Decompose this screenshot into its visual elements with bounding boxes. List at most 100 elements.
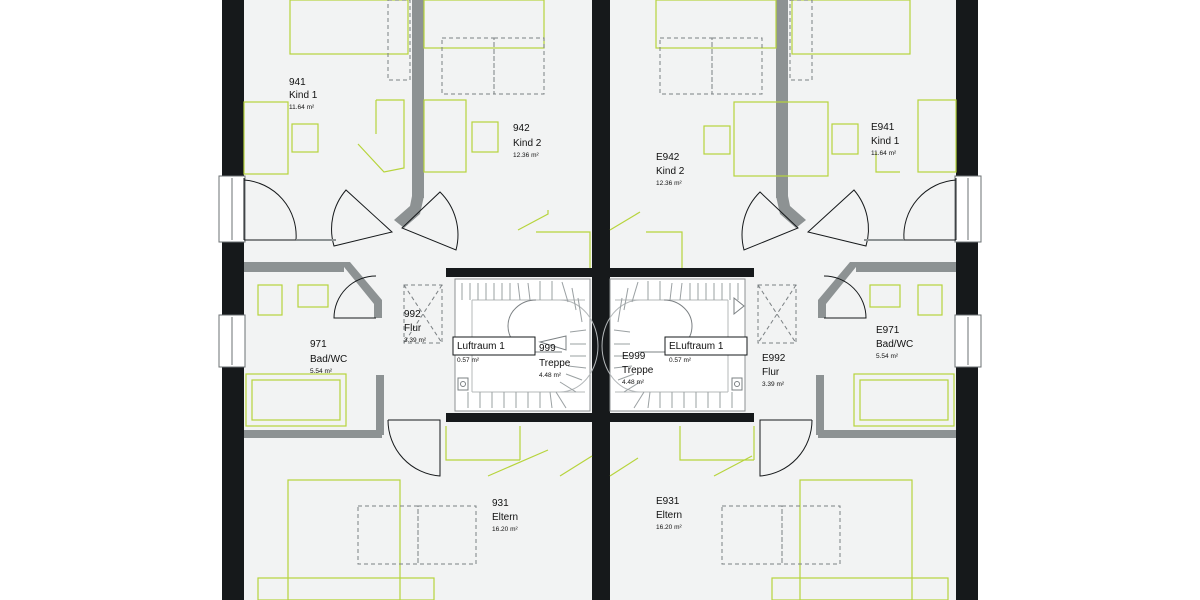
chair-kind2 xyxy=(471,121,499,153)
label-l-kind2: 942 Kind 2 12.36 m² xyxy=(513,123,542,159)
label-l-bad: 971 Bad/WC 5.54 m² xyxy=(310,339,347,375)
room-number: E999 xyxy=(622,351,646,362)
room-number: 942 xyxy=(513,123,530,134)
label-l-treppe: 999 Treppe 4.48 m² xyxy=(539,343,571,379)
chair-kind1 xyxy=(291,123,319,153)
room-name: Flur xyxy=(404,323,422,334)
dashed-cabinet-kind1 xyxy=(387,0,411,81)
room-name: Bad/WC xyxy=(310,354,347,365)
room-number: E971 xyxy=(876,325,900,336)
dashed-flur-cabinet-r xyxy=(757,284,797,344)
label-l-kind1: 941 Kind 1 11.64 m² xyxy=(289,77,318,111)
label-l-flur: 992 Flur 3.39 m² xyxy=(404,309,427,344)
inner-wall-kind-divider-end xyxy=(394,196,424,228)
room-name: Bad/WC xyxy=(876,339,913,350)
bed-kind2 xyxy=(423,0,545,49)
label-r-void: ELuftraum 1 0.57 m² xyxy=(669,341,724,364)
desk-eltern xyxy=(445,426,520,461)
left-unit xyxy=(218,0,610,600)
inner-wall-kind-divider xyxy=(412,0,424,198)
room-area: 16.20 m² xyxy=(656,524,682,531)
room-area: 4.48 m² xyxy=(539,372,562,379)
desk-corner-kind2 xyxy=(357,99,405,173)
bathtub-r xyxy=(853,373,955,427)
shelf-kind2 xyxy=(517,210,549,231)
void-label: ELuftraum 1 xyxy=(669,341,724,352)
door-bad-r[interactable] xyxy=(823,275,867,319)
room-name: Kind 2 xyxy=(513,138,542,149)
bed-eltern-r xyxy=(799,479,913,600)
door-kind1-hall-r[interactable] xyxy=(806,189,869,247)
bed-kind2-r xyxy=(655,0,777,49)
room-name: Treppe xyxy=(539,358,571,369)
inner-wall-bad-east xyxy=(376,375,384,435)
inner-wall-kind-divider-r xyxy=(776,0,788,198)
desk-kind2 xyxy=(423,99,467,173)
void-box-right xyxy=(664,336,748,356)
room-area: 16.20 m² xyxy=(492,526,518,533)
room-name: Treppe xyxy=(622,365,654,376)
party-wall xyxy=(592,0,610,600)
dashed-bed-eltern-r xyxy=(721,505,783,565)
door-kind1[interactable] xyxy=(243,178,297,241)
white-margin-right xyxy=(978,0,1200,600)
inner-wall-bad-angle xyxy=(340,262,382,318)
door-eltern-r[interactable] xyxy=(759,419,813,477)
room-name: Kind 2 xyxy=(656,166,685,177)
label-r-kind2: E942 Kind 2 12.36 m² xyxy=(656,152,685,187)
sink-bad xyxy=(297,284,329,308)
door-kind2-hall[interactable] xyxy=(401,191,459,251)
room-number: E992 xyxy=(762,353,786,364)
door-bad[interactable] xyxy=(333,275,377,319)
inner-wall-kind-divider-end-r xyxy=(776,196,806,228)
inner-wall-kind1-hall xyxy=(244,262,344,272)
void-box-left xyxy=(452,336,536,356)
stair-wall-bottom-r xyxy=(608,413,754,422)
desk-kind1 xyxy=(243,101,289,175)
label-r-eltern: E931 Eltern 16.20 m² xyxy=(656,496,682,531)
inner-wall-bad-west-r xyxy=(816,375,824,435)
stair-wall-top xyxy=(446,268,592,277)
door-kind1-hall[interactable] xyxy=(331,189,394,247)
room-area: 3.39 m² xyxy=(762,381,785,388)
room-name: Flur xyxy=(762,367,780,378)
door-kind2-hall-r[interactable] xyxy=(741,191,799,251)
room-number: 941 xyxy=(289,77,306,88)
stair-wall-bottom xyxy=(446,413,592,422)
room-number: 931 xyxy=(492,498,509,509)
room-labels: 941 Kind 1 11.64 m² 942 Kind 2 12.36 m² … xyxy=(289,77,913,533)
room-area: 11.64 m² xyxy=(289,104,315,111)
bed-kind1 xyxy=(289,0,409,55)
room-name: Kind 1 xyxy=(289,90,318,101)
label-r-treppe: E999 Treppe 4.48 m² xyxy=(622,351,654,386)
room-name: Eltern xyxy=(656,510,682,521)
void-area: 0.57 m² xyxy=(669,357,692,364)
dashed-flur-cabinet xyxy=(403,284,443,344)
door-eltern[interactable] xyxy=(387,419,441,477)
outer-wall-east xyxy=(956,0,978,600)
room-area: 5.54 m² xyxy=(876,353,899,360)
room-area: 5.54 m² xyxy=(310,368,333,375)
wardrobe-eltern-r xyxy=(771,577,949,600)
inner-wall-bad-south xyxy=(244,430,382,438)
wc-bad-r xyxy=(917,284,943,316)
wardrobe-eltern xyxy=(257,577,435,600)
room-area: 4.48 m² xyxy=(622,379,645,386)
door-kind1-r[interactable] xyxy=(903,178,957,241)
inner-wall-bad-angle-r xyxy=(818,262,860,318)
room-area: 12.36 m² xyxy=(513,152,539,159)
room-number: E931 xyxy=(656,496,680,507)
label-l-eltern: 931 Eltern 16.20 m² xyxy=(492,498,518,533)
sink-bad-r xyxy=(869,284,901,308)
outer-wall-west xyxy=(222,0,244,600)
room-number: 971 xyxy=(310,339,327,350)
label-r-bad: E971 Bad/WC 5.54 m² xyxy=(876,325,913,360)
room-number: E942 xyxy=(656,152,680,163)
room-number: 992 xyxy=(404,309,421,320)
chair-kind2-r xyxy=(703,125,731,155)
bed-kind1-r xyxy=(791,0,911,55)
inner-wall-bad-south-r xyxy=(818,430,956,438)
room-name: Eltern xyxy=(492,512,518,523)
room-area: 12.36 m² xyxy=(656,180,682,187)
